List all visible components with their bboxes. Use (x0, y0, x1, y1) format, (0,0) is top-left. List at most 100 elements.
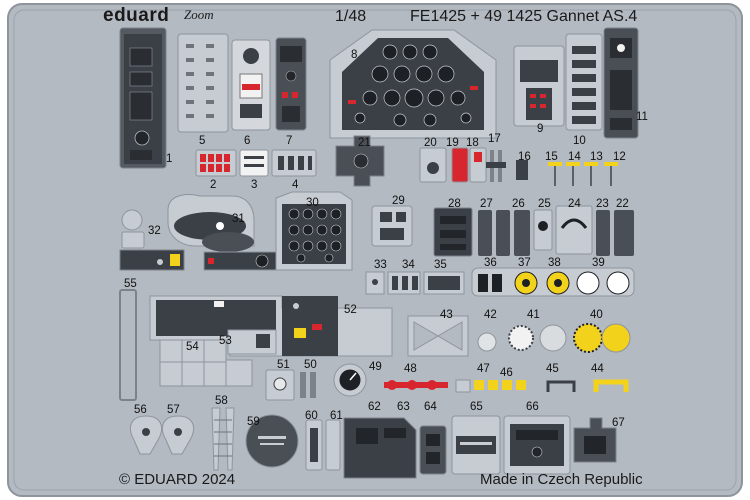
brand-logo: eduard (103, 5, 170, 26)
brand-subtitle: Zoom (184, 7, 214, 22)
part-number: 9 (537, 123, 543, 135)
parts-44-48 (384, 379, 629, 393)
part-number: 23 (596, 198, 609, 210)
part-3 (239, 149, 269, 177)
part-8 (329, 29, 497, 139)
part-31 (167, 194, 277, 271)
part-number: 27 (480, 198, 493, 210)
part-59 (245, 414, 299, 468)
part-11 (603, 27, 639, 139)
part-number: 46 (500, 367, 513, 379)
part-number: 62 (368, 401, 381, 413)
part-number: 64 (424, 401, 437, 413)
part-number: 57 (167, 404, 180, 416)
part-number: 8 (351, 49, 357, 61)
part-29 (371, 205, 413, 247)
part-number: 4 (292, 179, 299, 191)
parts-62-64 (343, 417, 447, 479)
part-number: 17 (488, 133, 501, 145)
part-number: 14 (568, 151, 581, 163)
part-number: 45 (546, 363, 559, 375)
part-number: 61 (330, 410, 343, 422)
part-number: 32 (148, 225, 161, 237)
part-number: 11 (636, 111, 648, 123)
part-number: 39 (592, 257, 605, 269)
part-number: 44 (591, 363, 604, 375)
part-number: 25 (538, 198, 551, 210)
part-number: 38 (548, 257, 561, 269)
part-number: 13 (590, 151, 603, 163)
part-number: 7 (286, 135, 292, 147)
part-1 (119, 27, 167, 169)
part-49 (333, 363, 367, 397)
part-7 (275, 37, 307, 131)
part-number: 21 (358, 137, 371, 149)
part-21 (335, 135, 385, 187)
part-number: 28 (448, 198, 461, 210)
part-10 (565, 33, 603, 131)
parts-36-39 (471, 267, 635, 297)
parts-12-20 (419, 147, 618, 186)
part-number: 53 (219, 335, 232, 347)
part-number: 34 (402, 259, 415, 271)
part-number: 40 (590, 309, 603, 321)
part-65 (451, 415, 501, 475)
part-6 (177, 33, 271, 133)
part-number: 18 (466, 137, 479, 149)
part-number: 67 (612, 417, 625, 429)
parts-40-43 (407, 315, 631, 357)
part-55 (119, 289, 137, 401)
part-number: 22 (616, 198, 629, 210)
part-number: 29 (392, 195, 405, 207)
part-number: 30 (306, 197, 319, 209)
part-number: 12 (613, 151, 626, 163)
part-number: 41 (527, 309, 540, 321)
part-number: 52 (344, 304, 357, 316)
part-number: 66 (526, 401, 539, 413)
part-number: 37 (518, 257, 531, 269)
parts-22-28 (433, 205, 634, 257)
product-title: FE1425 + 49 1425 Gannet AS.4 (410, 8, 638, 25)
copyright-text: © EDUARD 2024 (119, 471, 236, 488)
part-number: 58 (215, 395, 228, 407)
part-number: 60 (305, 410, 318, 422)
part-54 (159, 339, 253, 387)
part-number: 6 (244, 135, 250, 147)
part-number: 63 (397, 401, 410, 413)
part-number: 59 (247, 416, 260, 428)
part-number: 19 (446, 137, 459, 149)
part-number: 16 (518, 151, 531, 163)
part-number: 49 (369, 361, 382, 373)
parts-50-51 (265, 369, 316, 401)
part-number: 42 (484, 309, 497, 321)
part-number: 56 (134, 404, 147, 416)
part-32 (119, 209, 185, 271)
part-number: 20 (424, 137, 437, 149)
part-number: 48 (404, 363, 417, 375)
part-number: 5 (199, 135, 205, 147)
part-number: 26 (512, 198, 525, 210)
parts-56-57 (130, 415, 194, 455)
part-number: 10 (573, 135, 586, 147)
parts-33-35 (365, 271, 465, 295)
part-number: 50 (304, 359, 317, 371)
part-67 (573, 417, 617, 463)
part-2 (195, 149, 237, 177)
part-number: 54 (186, 341, 199, 353)
part-number: 24 (568, 198, 581, 210)
part-52 (149, 295, 393, 357)
part-53 (227, 329, 277, 355)
parts-60-61 (305, 419, 341, 471)
part-number: 35 (434, 259, 447, 271)
part-number: 65 (470, 401, 483, 413)
part-4 (271, 149, 317, 177)
part-number: 2 (210, 179, 216, 191)
part-number: 47 (477, 363, 490, 375)
part-number: 33 (374, 259, 387, 271)
origin-text: Made in Czech Republic (480, 471, 643, 488)
part-number: 15 (545, 151, 558, 163)
part-number: 1 (166, 153, 172, 165)
part-number: 36 (484, 257, 497, 269)
part-66 (503, 415, 571, 475)
